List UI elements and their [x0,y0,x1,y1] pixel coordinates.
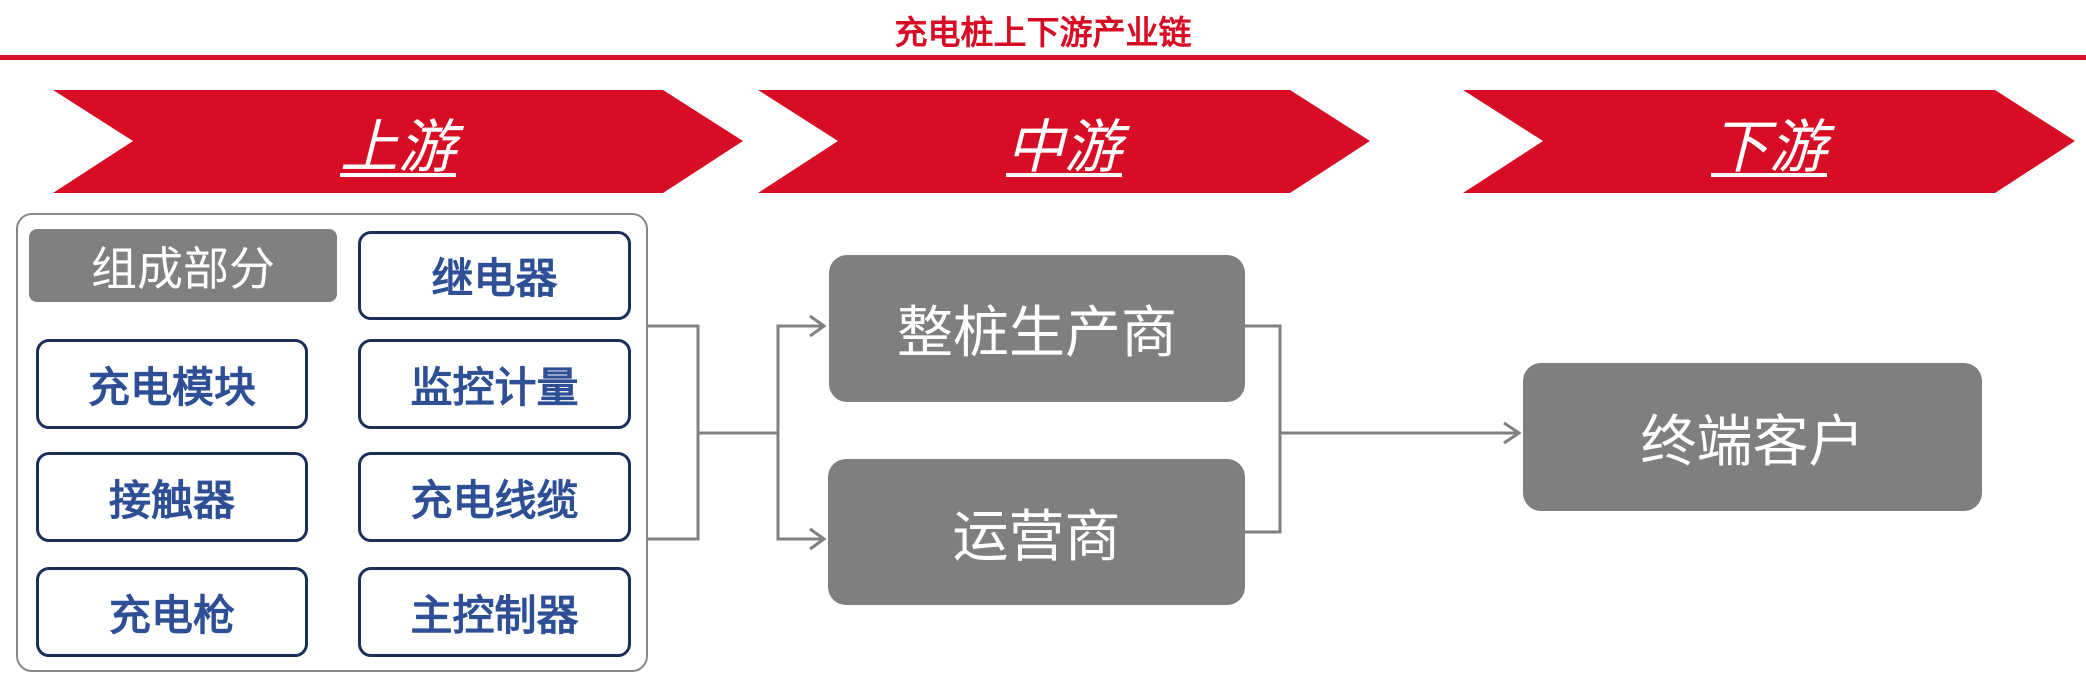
component-charging-cable: 充电线缆 [358,452,631,542]
midstream-connector [1245,324,1522,534]
arrowhead-icon [809,527,827,551]
title-divider [0,55,2086,60]
stage-downstream-label: 下游 [1710,112,1827,181]
component-charging-module: 充电模块 [36,339,308,429]
page-title: 充电桩上下游产业链 [894,13,1192,52]
component-contactor: 接触器 [36,452,308,542]
downstream-chevron [1463,90,2075,193]
stage-midstream-label: 中游 [1005,112,1122,181]
components-group-label: 组成部分 [29,229,337,302]
arrowhead-icon [809,314,827,338]
midstream-operator: 运营商 [828,459,1245,605]
component-charging-gun: 充电枪 [36,567,308,657]
midstream-chevron [758,90,1370,193]
upstream-connector [648,314,827,551]
arrowhead-icon [1503,421,1522,445]
component-monitoring-metering: 监控计量 [358,339,631,429]
component-main-controller: 主控制器 [358,567,631,657]
midstream-pile-manufacturer: 整桩生产商 [829,255,1245,402]
stage-upstream-label: 上游 [339,112,456,181]
component-relay: 继电器 [358,231,631,320]
upstream-components-panel [16,213,648,672]
downstream-end-customer: 终端客户 [1523,363,1982,511]
upstream-chevron [53,90,743,193]
